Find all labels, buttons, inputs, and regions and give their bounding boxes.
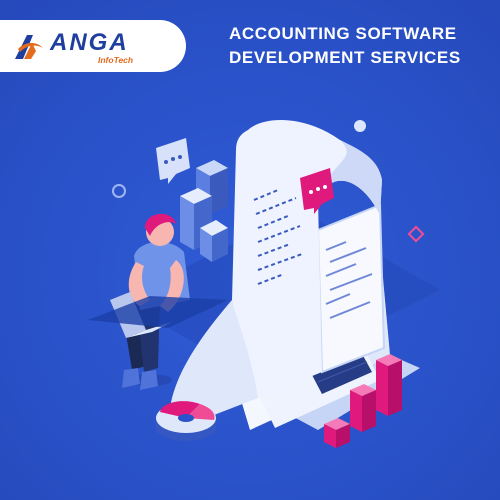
receipt-scroll-illustration bbox=[169, 119, 382, 432]
bar-chart-illustration bbox=[324, 354, 402, 448]
logo-wordmark: ANGA bbox=[50, 29, 129, 56]
pie-chart-illustration bbox=[156, 401, 216, 441]
logo-subtitle: InfoTech bbox=[98, 55, 134, 65]
logo-badge: ANGA InfoTech bbox=[0, 20, 186, 72]
title-line-2: DEVELOPMENT SERVICES bbox=[229, 48, 461, 67]
developer-person-illustration bbox=[88, 213, 228, 390]
data-blocks-illustration bbox=[180, 160, 228, 262]
anga-logo-mark-icon bbox=[15, 35, 43, 59]
title-line-1: ACCOUNTING SOFTWARE bbox=[229, 24, 457, 43]
notification-bubble-icon bbox=[300, 168, 334, 214]
page-title: ACCOUNTING SOFTWARE DEVELOPMENT SERVICES bbox=[229, 22, 491, 70]
dot-decoration-icon bbox=[354, 120, 366, 132]
ring-decoration-icon bbox=[112, 184, 126, 198]
diamond-decoration-icon bbox=[407, 225, 425, 243]
chat-bubble-icon bbox=[156, 138, 190, 184]
